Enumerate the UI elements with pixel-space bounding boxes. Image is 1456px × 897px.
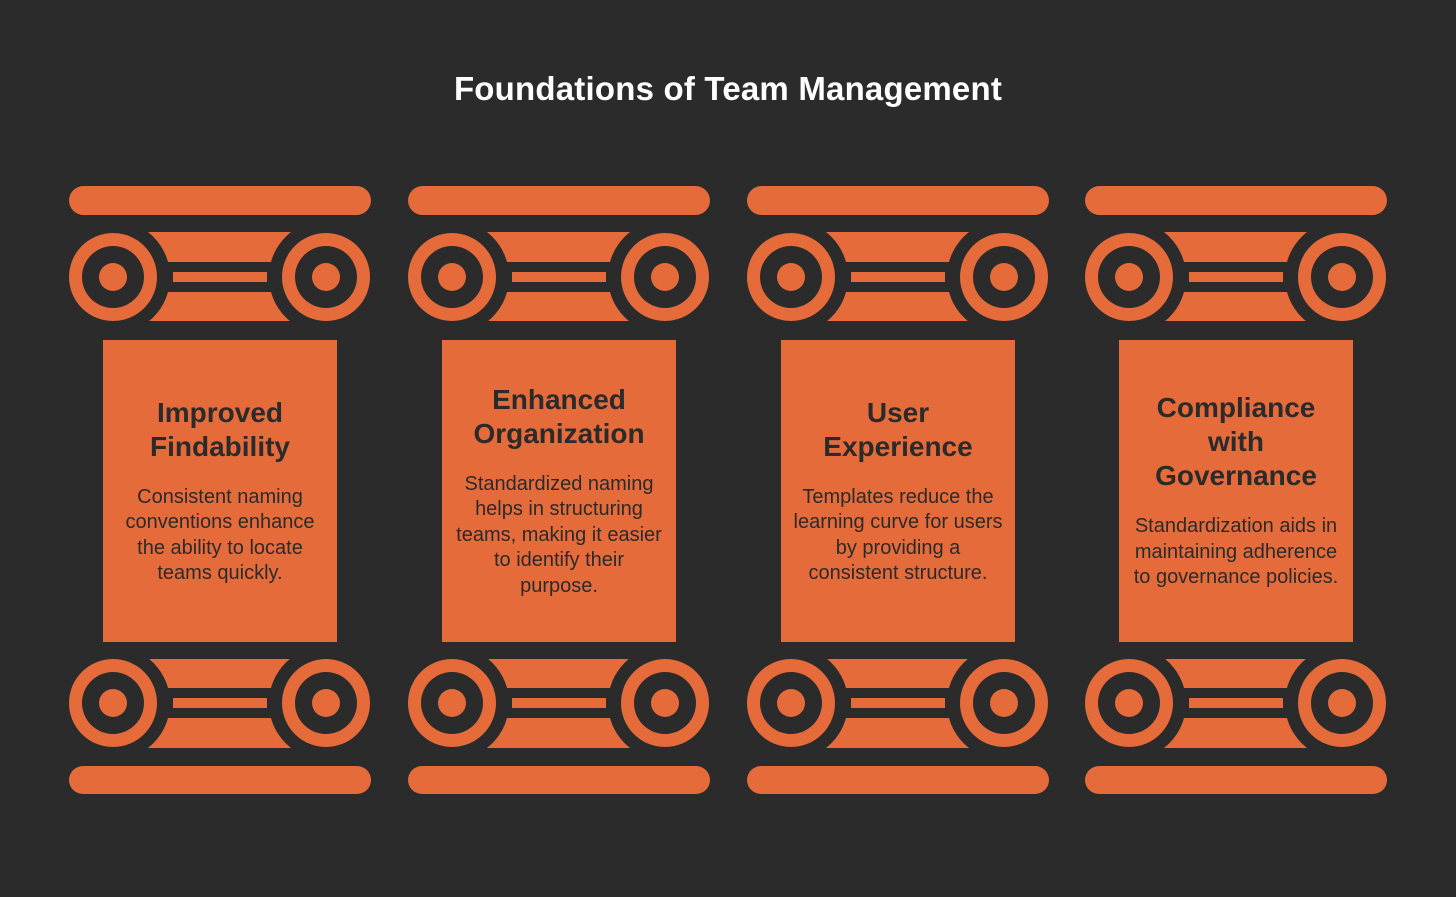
capital-bar	[173, 698, 267, 708]
pillar-shaft	[781, 340, 1015, 642]
scroll-center-dot	[777, 689, 805, 717]
pillar-improved-findability: Improved Findability Consistent naming c…	[69, 186, 371, 794]
pillar-top-slab	[69, 186, 371, 215]
page-title: Foundations of Team Management	[453, 70, 1003, 107]
pillar-bottom-capital	[408, 646, 710, 760]
scroll-center-dot	[777, 263, 805, 291]
pillar-description: Standardized naming helps in structuring…	[456, 472, 662, 597]
pillar-heading: Compliance with Governance	[1155, 392, 1317, 492]
pillar-shape	[69, 186, 371, 794]
pillar-bottom-slab	[408, 766, 710, 794]
pillar-text-block: Improved Findability Consistent naming c…	[103, 340, 337, 642]
capital-bar	[1189, 272, 1283, 282]
scroll-center-dot	[651, 689, 679, 717]
pillar-bottom-slab	[69, 766, 371, 794]
scroll-center-dot	[1328, 689, 1356, 717]
scroll-center-dot	[438, 263, 466, 291]
pillar-top-slab	[747, 186, 1049, 215]
pillar-top-capital	[408, 220, 710, 334]
pillar-bottom-slab	[747, 766, 1049, 794]
pillar-enhanced-organization: Enhanced Organization Standardized namin…	[408, 186, 710, 794]
pillar-bottom-capital	[747, 646, 1049, 760]
pillar-top-capital	[69, 220, 371, 334]
pillar-top-slab	[408, 186, 710, 215]
scroll-center-dot	[990, 689, 1018, 717]
pillar-bottom-slab	[1085, 766, 1387, 794]
capital-bar	[851, 272, 945, 282]
scroll-center-dot	[99, 689, 127, 717]
pillar-top-capital	[1085, 220, 1387, 334]
capital-bar	[512, 272, 606, 282]
scroll-center-dot	[1115, 689, 1143, 717]
capital-bar	[512, 698, 606, 708]
pillar-heading: User Experience	[823, 396, 973, 462]
pillar-text-block: User Experience Templates reduce the lea…	[781, 340, 1015, 642]
pillar-description: Templates reduce the learning curve for …	[793, 485, 1003, 585]
pillar-description: Consistent naming conventions enhance th…	[125, 485, 315, 585]
scroll-center-dot	[438, 689, 466, 717]
pillar-shaft	[1119, 340, 1353, 642]
pillar-description: Standardization aids in maintaining adhe…	[1133, 515, 1339, 589]
pillar-shape	[408, 186, 710, 794]
scroll-center-dot	[651, 263, 679, 291]
pillar-heading: Improved Findability	[150, 396, 290, 462]
pillar-bottom-capital	[1085, 646, 1387, 760]
scroll-center-dot	[312, 689, 340, 717]
scroll-center-dot	[1115, 263, 1143, 291]
scroll-center-dot	[1328, 263, 1356, 291]
pillar-shaft	[103, 340, 337, 642]
capital-bar	[173, 272, 267, 282]
pillar-bottom-capital	[69, 646, 371, 760]
pillar-shaft	[442, 340, 676, 642]
pillar-shape	[747, 186, 1049, 794]
pillar-heading: Enhanced Organization	[473, 383, 645, 449]
pillar-user-experience: User Experience Templates reduce the lea…	[747, 186, 1049, 794]
pillar-top-slab	[1085, 186, 1387, 215]
capital-bar	[851, 698, 945, 708]
pillar-text-block: Enhanced Organization Standardized namin…	[442, 340, 676, 642]
pillar-shape	[1085, 186, 1387, 794]
pillar-text-block: Compliance with Governance Standardizati…	[1119, 340, 1353, 642]
pillar-compliance-with-governance: Compliance with Governance Standardizati…	[1085, 186, 1387, 794]
pillar-top-capital	[747, 220, 1049, 334]
scroll-center-dot	[99, 263, 127, 291]
capital-bar	[1189, 698, 1283, 708]
scroll-center-dot	[990, 263, 1018, 291]
scroll-center-dot	[312, 263, 340, 291]
